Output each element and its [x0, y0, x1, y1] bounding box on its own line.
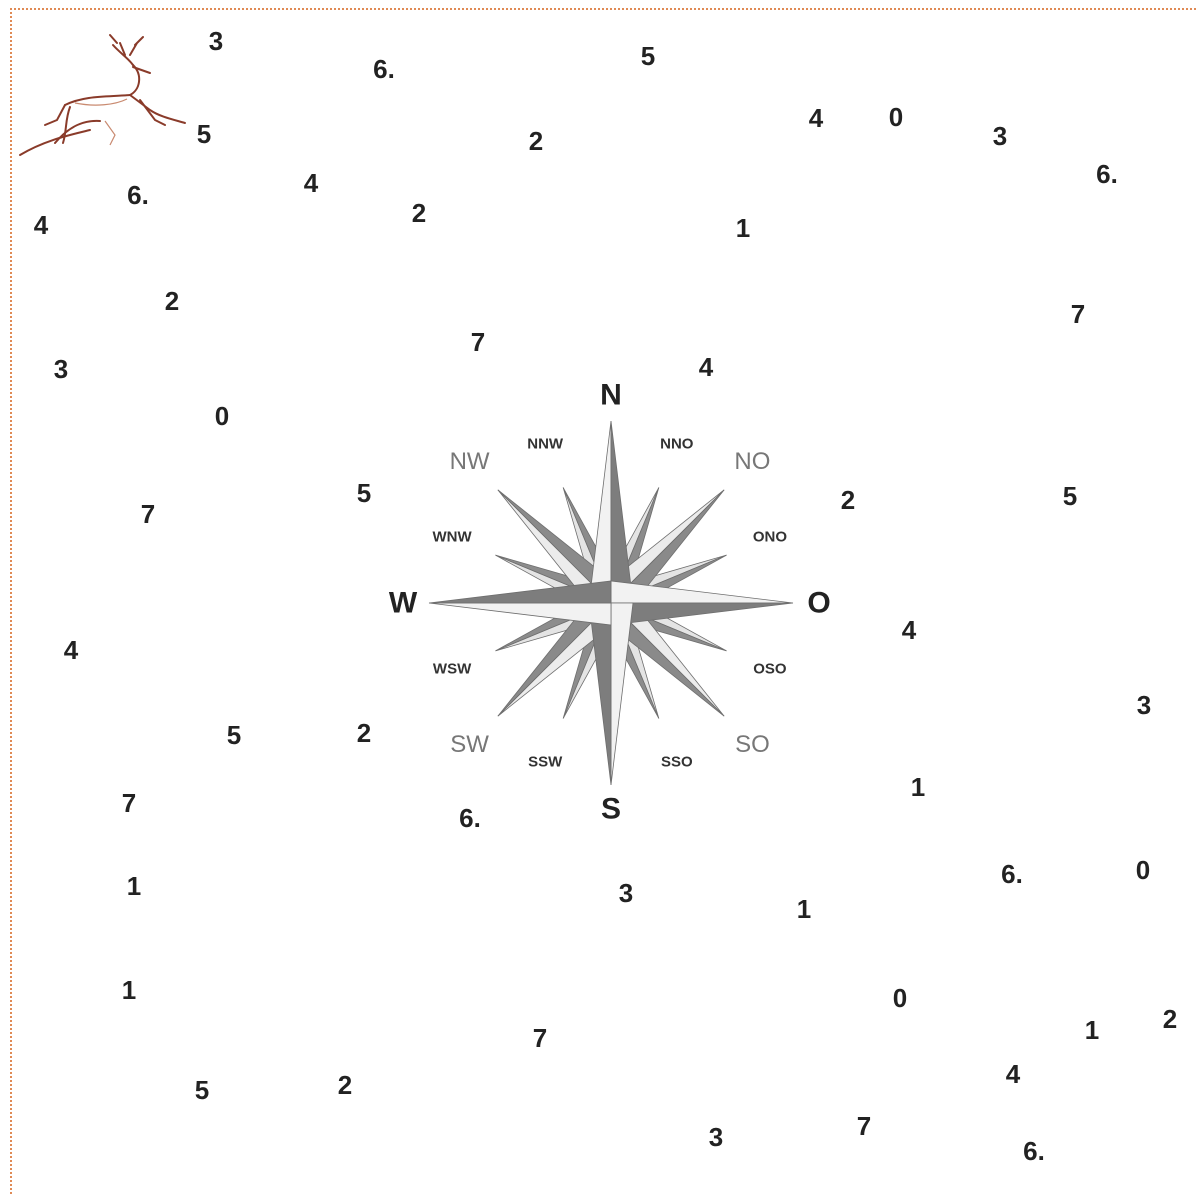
dot-number: 4	[699, 354, 713, 380]
dot-number: 7	[141, 501, 155, 527]
dot-number: 2	[529, 128, 543, 154]
dot-number: 7	[471, 329, 485, 355]
dot-number: 5	[197, 121, 211, 147]
dot-number: 3	[1137, 692, 1151, 718]
dot-number: 4	[34, 212, 48, 238]
dot-number: 6.	[127, 182, 149, 208]
dot-number: 3	[209, 28, 223, 54]
dot-number: 3	[709, 1124, 723, 1150]
dot-number: 5	[1063, 483, 1077, 509]
compass-label-so: SO	[735, 731, 770, 758]
dot-number: 5	[227, 722, 241, 748]
dot-number: 7	[1071, 301, 1085, 327]
dot-number: 0	[893, 985, 907, 1011]
compass-label-wsw: WSW	[433, 660, 472, 677]
dot-number: 1	[122, 977, 136, 1003]
dot-number: 6.	[1001, 861, 1023, 887]
dot-number: 6.	[1023, 1138, 1045, 1164]
dot-number: 7	[122, 790, 136, 816]
dot-number: 5	[195, 1077, 209, 1103]
compass-label-no: NO	[734, 448, 770, 475]
compass-label-o: O	[807, 587, 830, 620]
dot-number: 2	[841, 487, 855, 513]
dot-number: 0	[889, 104, 903, 130]
compass-label-nnw: NNW	[527, 436, 564, 453]
dot-number: 7	[857, 1113, 871, 1139]
dot-number: 7	[533, 1025, 547, 1051]
dot-number: 3	[619, 880, 633, 906]
dot-number: 2	[1163, 1006, 1177, 1032]
compass-label-ono: ONO	[753, 529, 788, 546]
dot-number: 0	[1136, 857, 1150, 883]
compass-label-nw: NW	[450, 448, 490, 475]
compass-label-nno: NNO	[660, 436, 694, 453]
dot-number: 4	[304, 170, 318, 196]
dot-number: 1	[1085, 1017, 1099, 1043]
compass-label-sw: SW	[450, 731, 489, 758]
compass-label-sso: SSO	[661, 753, 693, 770]
compass-label-s: S	[601, 793, 621, 826]
dot-number: 4	[64, 637, 78, 663]
dot-number: 2	[338, 1072, 352, 1098]
dot-number: 1	[127, 873, 141, 899]
dot-number: 3	[54, 356, 68, 382]
compass-label-n: N	[600, 379, 622, 412]
dot-number: 0	[215, 403, 229, 429]
dot-number: 4	[902, 617, 916, 643]
dot-number: 1	[736, 215, 750, 241]
dot-number: 2	[165, 288, 179, 314]
dot-number: 5	[357, 480, 371, 506]
compass-label-wnw: WNW	[433, 529, 473, 546]
dot-number: 6.	[1096, 161, 1118, 187]
compass-label-w: W	[389, 587, 418, 620]
compass-label-oso: OSO	[753, 660, 787, 677]
compass-label-ssw: SSW	[528, 753, 563, 770]
dot-number: 1	[797, 896, 811, 922]
dot-number: 2	[412, 200, 426, 226]
dot-number: 3	[993, 123, 1007, 149]
dot-number: 4	[1006, 1061, 1020, 1087]
dot-number: 6.	[459, 805, 481, 831]
dot-number: 5	[641, 43, 655, 69]
dot-number: 4	[809, 105, 823, 131]
dot-number: 2	[357, 720, 371, 746]
dot-number: 6.	[373, 56, 395, 82]
dot-number: 1	[911, 774, 925, 800]
